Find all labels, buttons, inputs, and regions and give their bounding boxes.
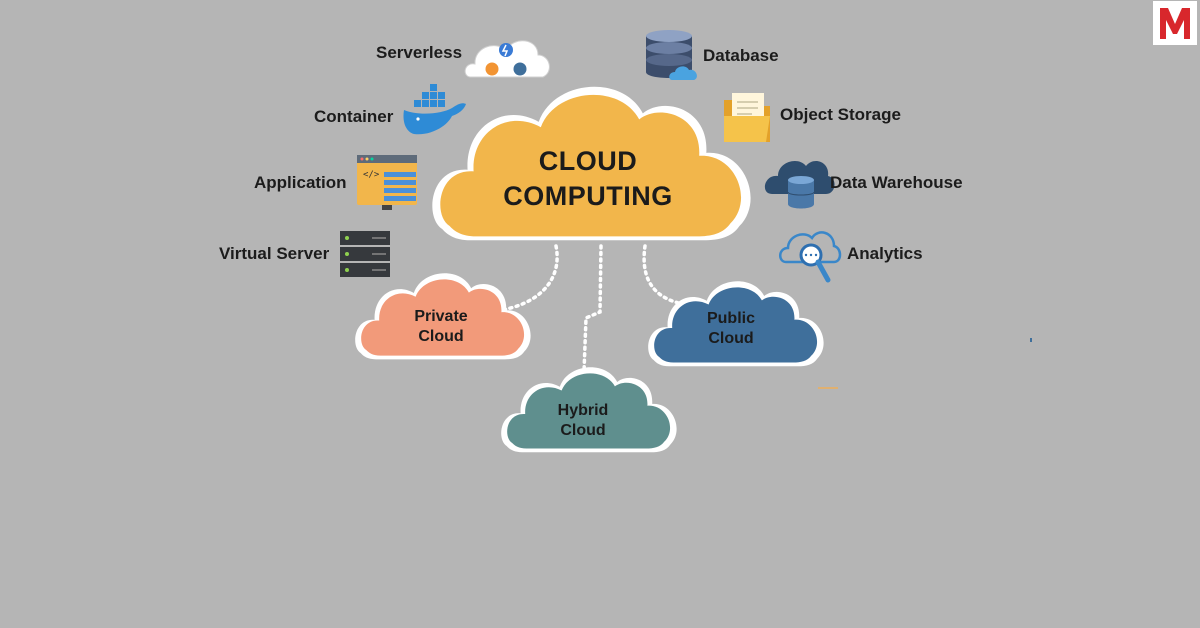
code-monitor-icon: </> [357,155,417,210]
server-rack-icon [340,231,390,277]
center-title: CLOUD COMPUTING [488,144,688,214]
center-title-line2: COMPUTING [503,181,673,212]
docker-whale-icon [403,84,466,135]
private-cloud-line2: Cloud [418,327,464,345]
stray-mark [1030,338,1032,342]
connector-public [642,244,690,307]
label-database: Database [703,46,779,65]
hybrid-cloud-label: Hybrid Cloud [528,401,638,440]
serverless-cloud-icon [464,40,550,78]
label-data-warehouse: Data Warehouse [830,173,963,192]
public-cloud-line2: Cloud [708,329,754,347]
cloud-database-icon [764,161,835,209]
connector-private [500,244,559,312]
svg-text:</>: </> [363,170,380,180]
public-cloud-line1: Public [706,310,755,327]
hybrid-cloud-line1: Hybrid [557,402,609,419]
label-application: Application [254,173,347,192]
stray-mark [818,387,838,389]
hybrid-cloud-line2: Cloud [560,421,606,439]
database-stack-icon [646,30,697,80]
cloud-magnifier-icon [779,231,842,283]
label-analytics: Analytics [847,244,923,263]
label-object-storage: Object Storage [780,105,901,124]
private-cloud-line1: Private [414,308,468,325]
folder-document-icon [724,93,770,142]
label-virtual-server: Virtual Server [219,244,330,263]
private-cloud-label: Private Cloud [386,307,496,346]
public-cloud-label: Public Cloud [679,309,783,348]
label-serverless: Serverless [376,43,463,62]
label-container: Container [314,107,394,126]
m-logo-icon [1153,1,1197,45]
center-title-line1: CLOUD [538,146,638,176]
connector-hybrid [582,244,603,374]
